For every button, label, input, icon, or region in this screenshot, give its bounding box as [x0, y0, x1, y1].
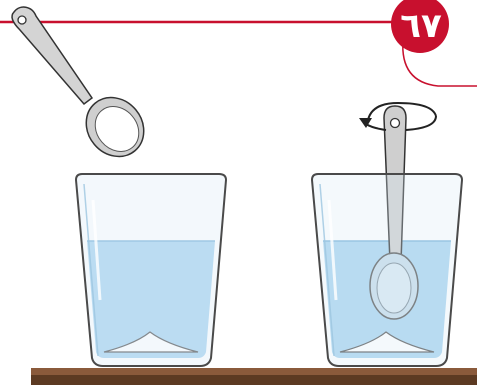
rotation-arrow-front: [406, 116, 436, 130]
table-surface: [31, 368, 477, 385]
shelf-edge: [31, 375, 477, 385]
right-glass-frame: [312, 174, 462, 366]
spoon-icon: [12, 7, 156, 168]
rotation-arrow-front-left: [366, 124, 386, 130]
shelf-top: [31, 368, 477, 375]
page-badge: ٦٧: [391, 0, 449, 53]
right-spoon-hole: [391, 119, 400, 128]
page-number: ٦٧: [400, 6, 442, 46]
water-glass-icon: [76, 174, 226, 366]
spoon-hole-inner: [18, 16, 26, 24]
